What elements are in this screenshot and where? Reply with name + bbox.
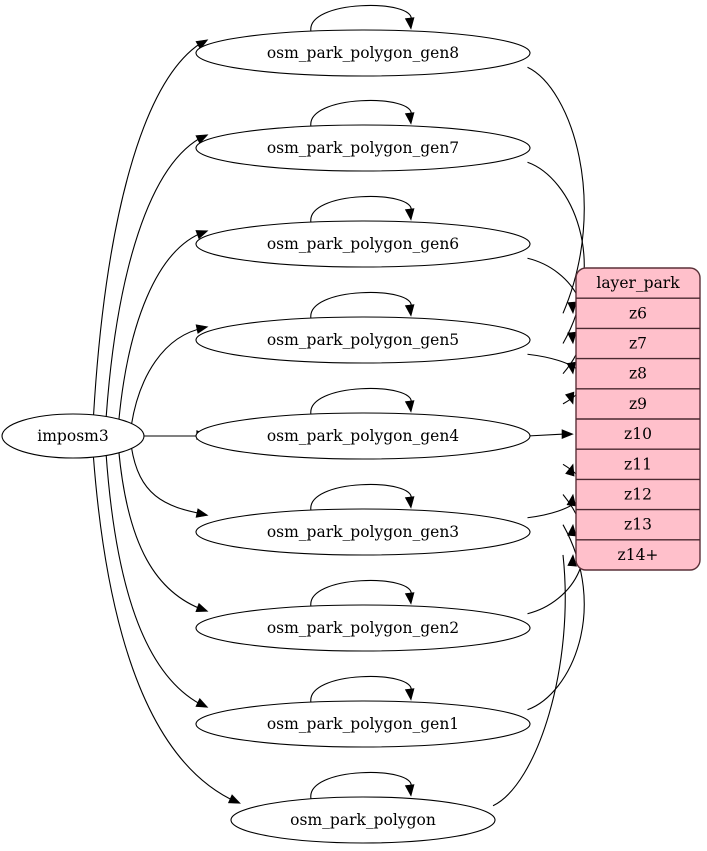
- layer-row-z14plus[interactable]: z14+: [618, 546, 659, 564]
- node-gen8-label: osm_park_polygon_gen8: [267, 44, 459, 62]
- node-imposm3-label: imposm3: [37, 427, 108, 445]
- edge-imposm3-to-gen2: [118, 449, 209, 612]
- node-imposm3-shape: [1, 413, 145, 459]
- layer-row-z6[interactable]: z6: [629, 304, 647, 322]
- self-loop-gen4: [310, 387, 415, 416]
- node-gen2-shape: [195, 604, 531, 652]
- node-gen5-shape: [195, 316, 531, 364]
- nodes-layer: imposm3 osm_park_polygon_gen8 osm_park_pol…: [1, 29, 531, 844]
- layer-row-z12[interactable]: z12: [624, 486, 652, 504]
- layer-park-header: layer_park: [596, 274, 680, 292]
- node-base-shape: [230, 796, 496, 844]
- layer-row-z11[interactable]: z11: [624, 455, 652, 473]
- node-gen1-label: osm_park_polygon_gen1: [267, 715, 459, 733]
- edge-imposm3-to-gen5: [130, 324, 209, 426]
- layer-row-z9[interactable]: z9: [629, 395, 647, 413]
- self-loop-gen2: [310, 579, 415, 608]
- node-gen1-shape: [195, 700, 531, 748]
- layer-row-z8[interactable]: z8: [629, 365, 647, 383]
- edge-gen4-to-z10: [527, 429, 574, 439]
- node-gen3[interactable]: osm_park_polygon_gen3: [195, 508, 531, 556]
- node-base[interactable]: osm_park_polygon: [230, 796, 496, 844]
- node-gen2[interactable]: osm_park_polygon_gen2: [195, 604, 531, 652]
- edge-imposm3-to-gen6: [118, 230, 209, 423]
- node-gen8-shape: [195, 29, 531, 77]
- self-loop-gen3: [310, 483, 415, 512]
- self-loop-gen1: [310, 675, 415, 704]
- node-gen7-label: osm_park_polygon_gen7: [267, 139, 459, 157]
- edge-imposm3-to-gen8: [92, 39, 209, 416]
- node-gen5[interactable]: osm_park_polygon_gen5: [195, 316, 531, 364]
- node-gen3-shape: [195, 508, 531, 556]
- node-base-label: osm_park_polygon: [290, 811, 436, 829]
- edge-base-to-z14+: [492, 554, 577, 807]
- layer-park-table[interactable]: layer_park z6 z7 z8 z9 z10 z11 z12 z13 z14+: [575, 267, 701, 571]
- node-imposm3[interactable]: imposm3: [1, 413, 145, 459]
- edge-imposm3-to-gen7: [105, 134, 209, 419]
- self-loop-base: [310, 771, 415, 800]
- node-gen8[interactable]: osm_park_polygon_gen8: [195, 29, 531, 77]
- node-gen7-shape: [195, 124, 531, 172]
- edge-imposm3-to-gen1: [105, 453, 209, 708]
- node-gen1[interactable]: osm_park_polygon_gen1: [195, 700, 531, 748]
- edge-gen8-to-z6: [527, 66, 585, 315]
- layer-row-z13[interactable]: z13: [624, 516, 652, 534]
- node-gen5-label: osm_park_polygon_gen5: [267, 331, 459, 349]
- edge-imposm3-to-base: [92, 456, 241, 804]
- node-gen4-shape: [195, 412, 531, 460]
- self-loop-gen7: [310, 99, 415, 128]
- node-gen4[interactable]: osm_park_polygon_gen4: [195, 412, 531, 460]
- layer-row-z10[interactable]: z10: [624, 425, 652, 443]
- self-loop-gen5: [310, 291, 415, 320]
- node-gen2-label: osm_park_polygon_gen2: [267, 619, 459, 637]
- self-loop-gen8: [310, 4, 415, 33]
- self-loop-gen6: [310, 195, 415, 224]
- node-gen6[interactable]: osm_park_polygon_gen6: [195, 220, 531, 268]
- node-gen3-label: osm_park_polygon_gen3: [267, 523, 459, 541]
- edge-imposm3-to-gen3: [130, 446, 209, 518]
- node-gen4-label: osm_park_polygon_gen4: [267, 427, 459, 445]
- node-gen6-label: osm_park_polygon_gen6: [267, 235, 459, 253]
- layer-row-z7[interactable]: z7: [629, 335, 647, 353]
- node-gen7[interactable]: osm_park_polygon_gen7: [195, 124, 531, 172]
- node-gen6-shape: [195, 220, 531, 268]
